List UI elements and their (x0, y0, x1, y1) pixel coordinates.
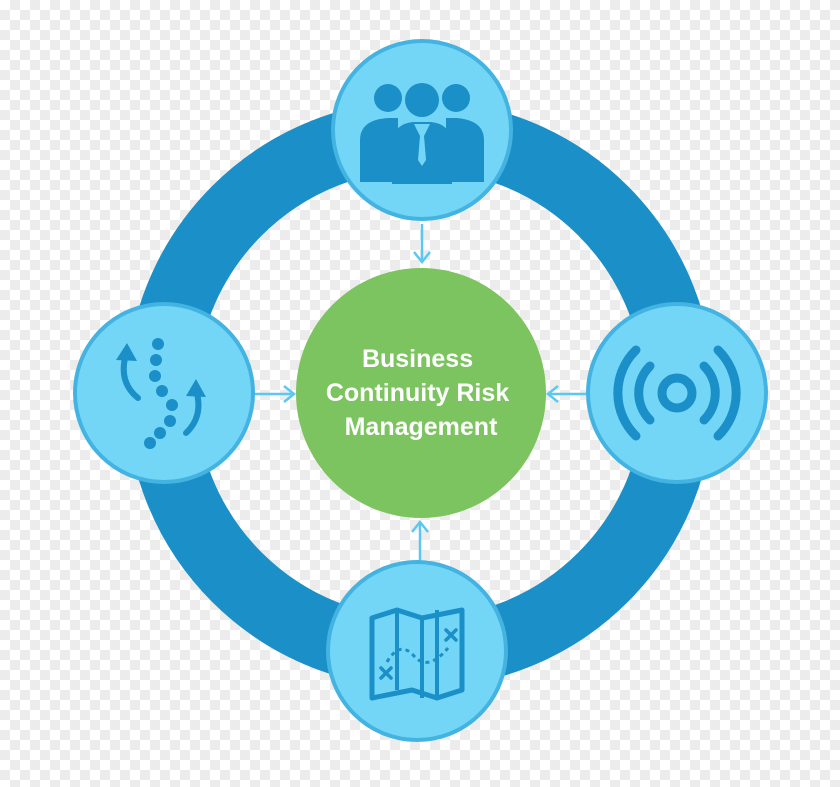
business-team-icon (360, 83, 484, 184)
center-title: Business Continuity Risk Management (326, 345, 516, 441)
arrow-from-left (254, 385, 297, 403)
arrow-from-right (545, 385, 588, 403)
center-circle (296, 268, 546, 518)
node-bottom (326, 560, 508, 742)
signal-broadcast-icon (613, 345, 741, 441)
treasure-map-icon (369, 607, 465, 701)
node-top (331, 39, 513, 221)
arrow-from-top (413, 224, 431, 265)
node-right (586, 302, 768, 484)
center-title-line-3: Management (345, 413, 498, 441)
center-node: Business Continuity Risk Management (296, 268, 546, 518)
center-title-line-1: Business (362, 345, 473, 373)
node-left (73, 302, 255, 484)
center-title-line-2: Continuity Risk (326, 379, 509, 407)
arrow-from-bottom (411, 519, 429, 564)
arrows (254, 224, 588, 564)
winding-path-icon (116, 338, 206, 449)
